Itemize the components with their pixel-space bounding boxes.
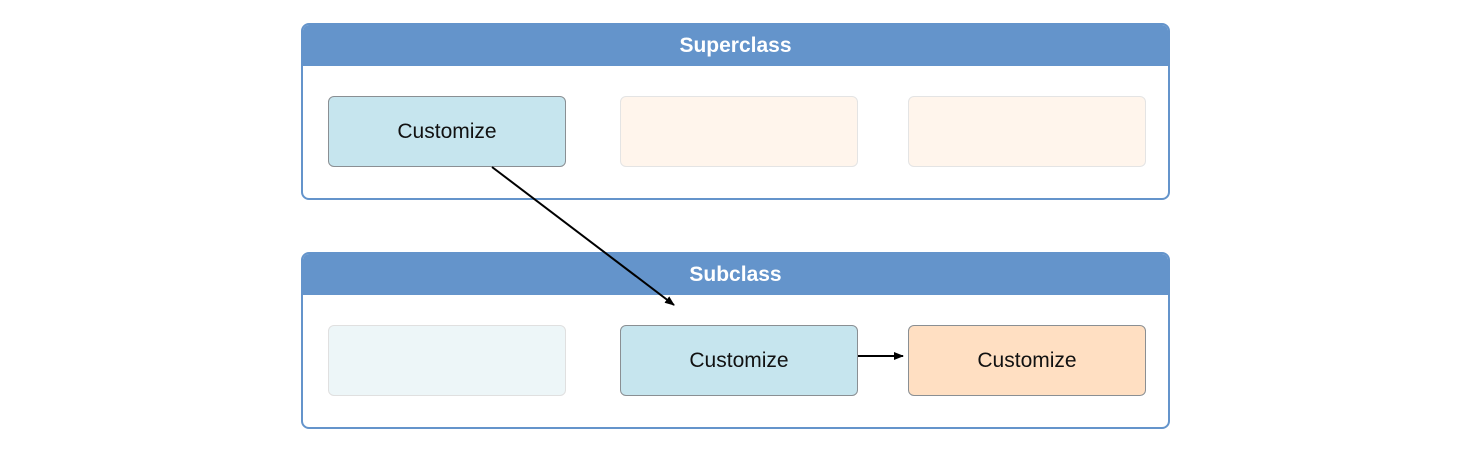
superclass-empty-method-2 — [620, 96, 858, 167]
superclass-panel: Superclass Customize — [301, 23, 1170, 200]
superclass-empty-method-3 — [908, 96, 1146, 167]
superclass-customize-method: Customize — [328, 96, 566, 167]
subclass-panel: Subclass Customize Customize — [301, 252, 1170, 429]
subclass-override-customize-method: Customize — [908, 325, 1146, 396]
subclass-inherited-customize-method: Customize — [620, 325, 858, 396]
subclass-empty-method-1 — [328, 325, 566, 396]
subclass-title: Subclass — [303, 254, 1168, 295]
superclass-title: Superclass — [303, 25, 1168, 66]
